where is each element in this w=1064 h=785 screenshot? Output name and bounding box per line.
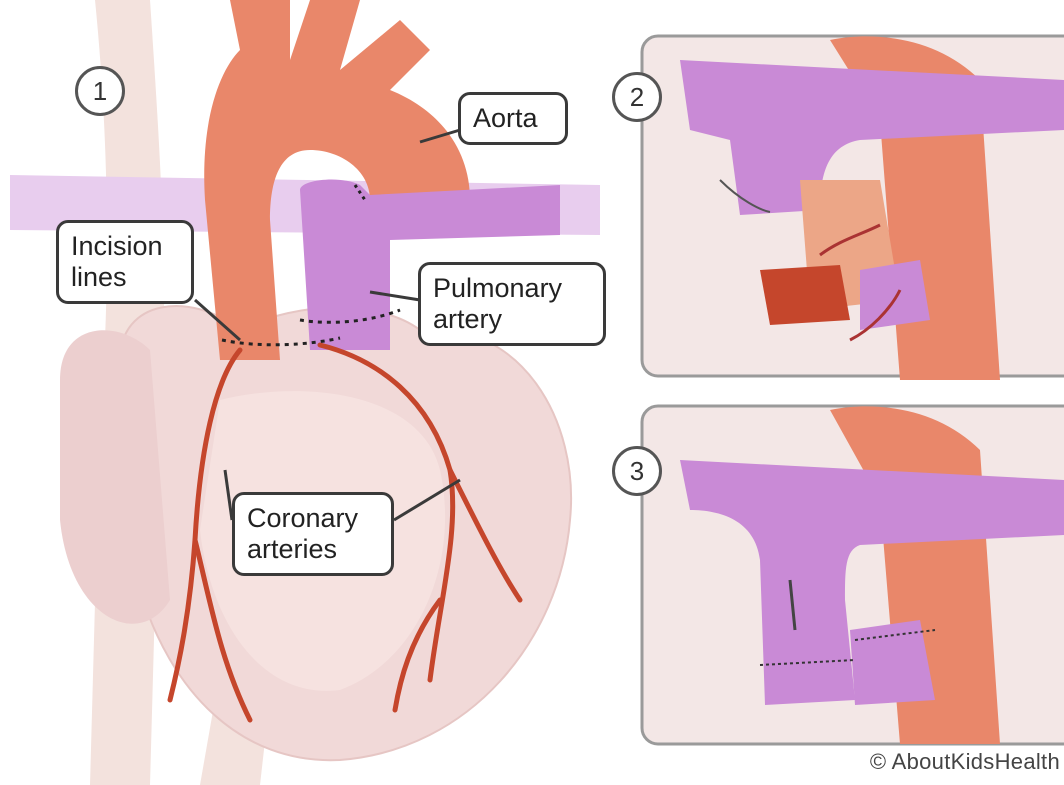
incision-label-line2: lines (71, 262, 179, 293)
coronary-arteries-label: Coronary arteries (232, 492, 394, 576)
panel-2 (642, 36, 1064, 380)
aorta-label: Aorta (458, 92, 568, 145)
coronary-label-line2: arteries (247, 534, 379, 565)
pulmonary-artery-label: Pulmonary artery (418, 262, 606, 346)
coronary-label-line1: Coronary (247, 503, 379, 534)
copyright: © AboutKidsHealth (870, 749, 1060, 775)
panel-3 (642, 406, 1064, 744)
step-number-1: 1 (75, 66, 125, 116)
step-number-2: 2 (612, 72, 662, 122)
pulmonary-label-line1: Pulmonary (433, 273, 591, 304)
aorta-label-text: Aorta (473, 103, 538, 133)
step-number-3: 3 (612, 446, 662, 496)
incision-label-line1: Incision (71, 231, 179, 262)
pulmonary-label-line2: artery (433, 304, 591, 335)
incision-lines-label: Incision lines (56, 220, 194, 304)
